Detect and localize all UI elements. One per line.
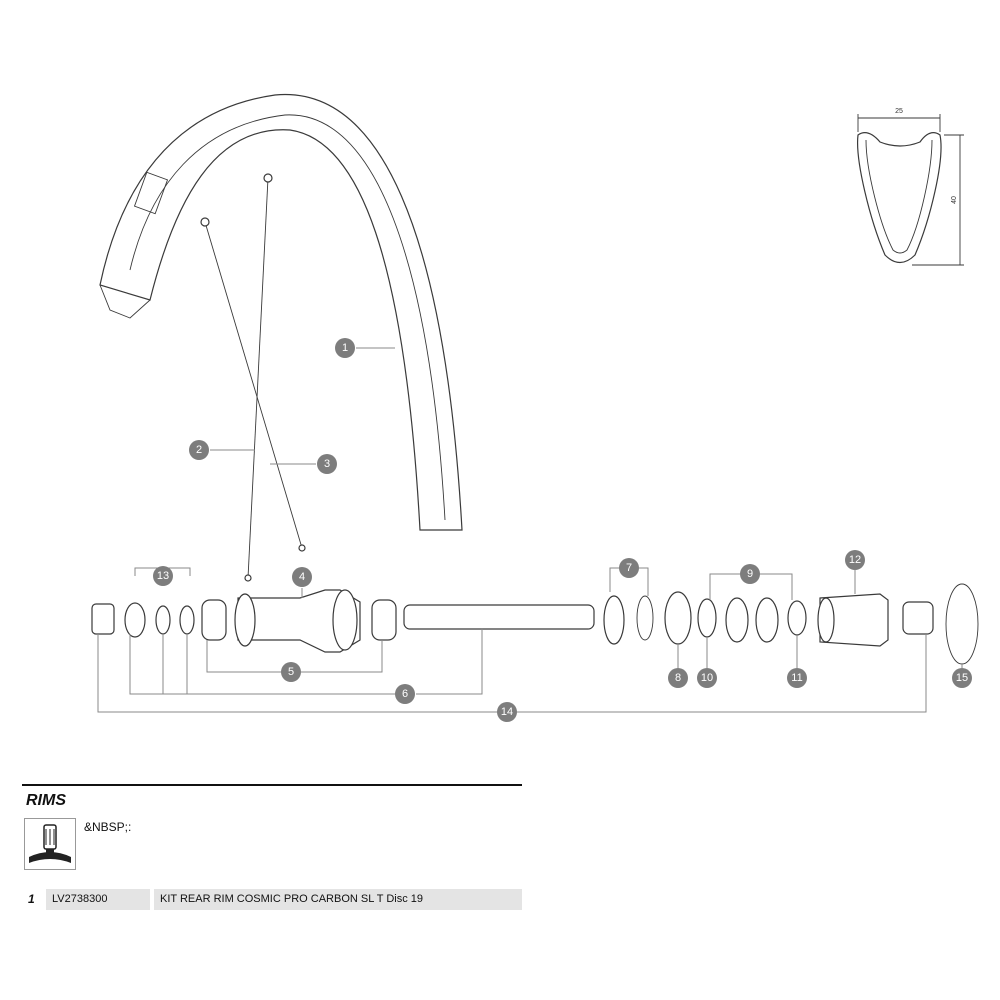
part-number: 1	[28, 892, 35, 906]
hub-components-drawing	[91, 583, 979, 665]
table-row: 1 LV2738300 KIT REAR RIM COSMIC PRO CARB…	[22, 889, 522, 910]
part-code: LV2738300	[46, 889, 150, 910]
svg-text:13: 13	[157, 570, 169, 582]
callout-14: 14	[497, 702, 517, 722]
spokes-drawing	[200, 173, 306, 582]
rim-profile-drawing	[857, 114, 964, 266]
leader-lines	[97, 347, 963, 713]
callout-8: 8	[668, 668, 688, 688]
svg-text:6: 6	[402, 688, 408, 700]
svg-text:3: 3	[324, 458, 330, 470]
svg-text:10: 10	[701, 672, 713, 684]
callout-5: 5	[281, 662, 301, 682]
svg-text:2: 2	[196, 444, 202, 456]
section-title: RIMS	[26, 792, 66, 809]
svg-text:12: 12	[849, 554, 861, 566]
svg-text:1: 1	[342, 342, 348, 354]
section-divider	[22, 784, 522, 786]
rim-drawing	[99, 93, 463, 531]
callout-2: 2	[189, 440, 209, 460]
svg-text:11: 11	[791, 672, 802, 684]
callout-1: 1	[335, 338, 355, 358]
callout-15: 15	[952, 668, 972, 688]
profile-height-label: 40	[951, 196, 958, 204]
valve-label: &NBSP;:	[84, 820, 132, 834]
svg-text:4: 4	[299, 571, 305, 583]
callout-12: 12	[845, 550, 865, 570]
callout-11: 11	[787, 668, 807, 688]
callout-7: 7	[619, 558, 639, 578]
callout-10: 10	[697, 668, 717, 688]
callout-4: 4	[292, 567, 312, 587]
svg-text:9: 9	[747, 568, 753, 580]
profile-width-label: 25	[895, 108, 903, 115]
svg-text:14: 14	[501, 706, 513, 718]
part-description: KIT REAR RIM COSMIC PRO CARBON SL T Disc…	[154, 889, 522, 910]
callout-3: 3	[317, 454, 337, 474]
callout-9: 9	[740, 564, 760, 584]
callout-6: 6	[395, 684, 415, 704]
svg-text:8: 8	[675, 672, 681, 684]
svg-text:5: 5	[288, 666, 294, 678]
callout-13: 13	[153, 566, 173, 586]
svg-text:7: 7	[626, 562, 632, 574]
svg-text:15: 15	[956, 672, 968, 684]
valve-icon	[24, 818, 76, 870]
exploded-parts-diagram: 25 40	[91, 93, 979, 722]
